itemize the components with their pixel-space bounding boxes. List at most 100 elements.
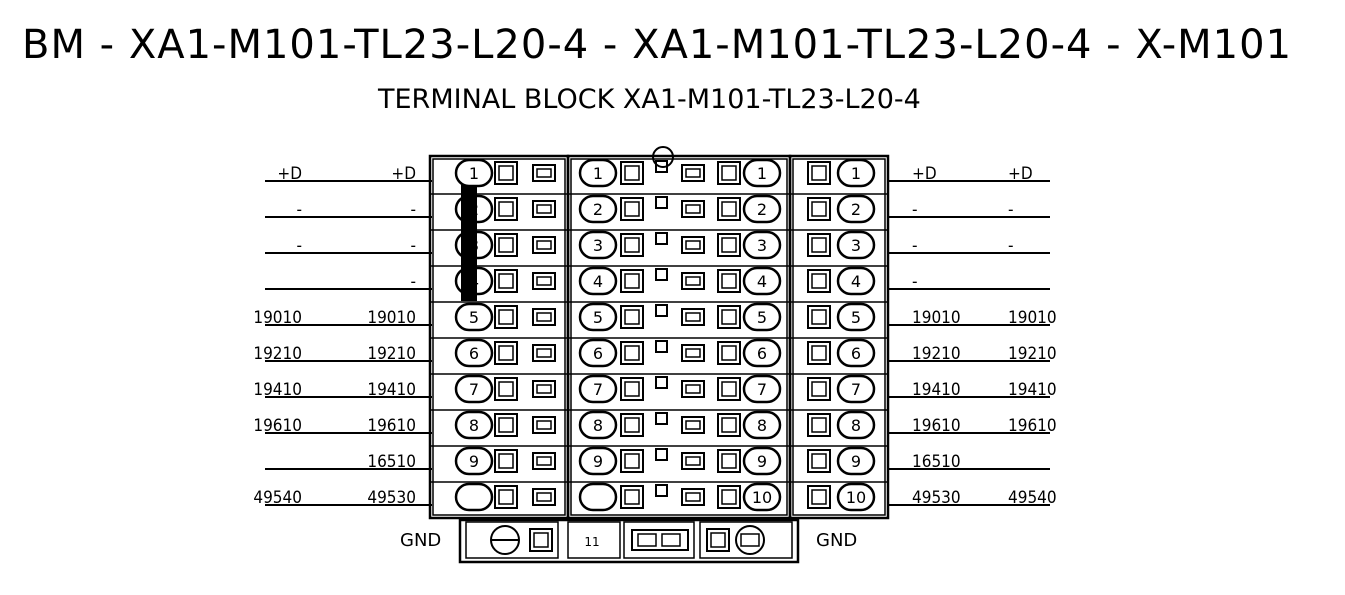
- terminal-number: 5: [593, 308, 603, 327]
- ground-screw-left: [529, 528, 553, 552]
- terminal-pill-left: [454, 374, 494, 404]
- wire-label-right-inner: 16510: [912, 452, 961, 472]
- terminal-number: 7: [593, 380, 603, 399]
- screw-square-inner: [721, 201, 737, 217]
- ground-sub-c: [623, 521, 695, 559]
- wire-label-left-outer: 49540: [253, 488, 302, 508]
- strip-frame-c-inner: [792, 158, 886, 516]
- diagram-subtitle: TERMINAL BLOCK XA1-M101-TL23-L20-4: [377, 84, 921, 115]
- terminal-number: 7: [851, 380, 861, 399]
- terminal-pill-midright: [742, 266, 782, 296]
- screw-square-inner: [624, 237, 640, 253]
- screw-square-inner: [721, 417, 737, 433]
- screw-square-inner: [811, 381, 827, 397]
- wire-label-right-inner: 19610: [912, 416, 961, 436]
- ground-rail: [631, 529, 689, 551]
- screw-square-inner: [624, 417, 640, 433]
- screw-square-inner: [624, 345, 640, 361]
- screw-square-inner: [624, 165, 640, 181]
- spring-clip: [532, 164, 556, 182]
- terminal-number: 9: [469, 452, 479, 471]
- spring-clip-inner: [536, 492, 552, 502]
- terminal-pill-right: [836, 338, 876, 368]
- terminal-number: 4: [757, 272, 767, 291]
- screw-square-inner: [498, 309, 514, 325]
- terminal-number: 7: [757, 380, 767, 399]
- terminal-pill-mid: [578, 158, 618, 188]
- screw-square-inner: [498, 273, 514, 289]
- spring-clip: [681, 308, 705, 326]
- spring-clip-inner: [536, 240, 552, 250]
- terminal-pill-mid: [578, 410, 618, 440]
- screw-square: [807, 449, 831, 473]
- screw-square-inner: [624, 309, 640, 325]
- spring-clip: [532, 200, 556, 218]
- terminal-number: 6: [469, 344, 479, 363]
- screw-square: [807, 197, 831, 221]
- ground-screw-right: [706, 528, 730, 552]
- terminal-number: 4: [469, 272, 479, 291]
- spring-clip-inner: [685, 204, 701, 214]
- ground-symbol-right: [735, 525, 765, 555]
- test-point: [655, 448, 668, 461]
- test-point: [655, 340, 668, 353]
- screw-square: [494, 377, 518, 401]
- screw-square-inner: [721, 309, 737, 325]
- screw-square: [494, 485, 518, 509]
- wire-label-right-inner: +D: [912, 164, 937, 184]
- terminal-pill-mid: [578, 374, 618, 404]
- screw-square: [494, 305, 518, 329]
- spring-clip-inner: [685, 348, 701, 358]
- terminal-number: 5: [469, 308, 479, 327]
- terminal-number: 8: [757, 416, 767, 435]
- screw-square-inner: [811, 417, 827, 433]
- screw-square: [620, 269, 644, 293]
- wire-label-right-outer: 19210: [1008, 344, 1057, 364]
- ground-rail-cell: [637, 533, 657, 547]
- spring-clip-inner: [685, 312, 701, 322]
- wire-label-right-outer: 19010: [1008, 308, 1057, 328]
- screw-square: [620, 377, 644, 401]
- terminal-pill-right: [836, 374, 876, 404]
- terminal-pill-mid: [578, 266, 618, 296]
- screw-square: [494, 449, 518, 473]
- screw-square: [494, 413, 518, 437]
- terminal-pill-left: [454, 194, 494, 224]
- screw-square-inner: [624, 489, 640, 505]
- terminal-number: 2: [757, 200, 767, 219]
- screw-square: [620, 161, 644, 185]
- screw-square: [717, 341, 741, 365]
- spring-clip: [681, 236, 705, 254]
- terminal-pill-midright: [742, 158, 782, 188]
- test-point: [655, 196, 668, 209]
- terminal-pill-right: [836, 230, 876, 260]
- screw-square-inner: [624, 201, 640, 217]
- spring-clip: [532, 344, 556, 362]
- ground-screw-right-inner: [710, 532, 726, 548]
- screw-square: [717, 449, 741, 473]
- terminal-pill-right: [836, 194, 876, 224]
- screw-square: [620, 233, 644, 257]
- wire-label-right-inner: 49530: [912, 488, 961, 508]
- spring-clip: [532, 488, 556, 506]
- wire-label-right-outer: -: [1008, 200, 1014, 220]
- terminal-number: 2: [469, 200, 479, 219]
- spring-clip: [532, 416, 556, 434]
- screw-square-inner: [811, 453, 827, 469]
- screw-square: [717, 377, 741, 401]
- terminal-number: 6: [851, 344, 861, 363]
- terminal-number: 1: [757, 164, 767, 183]
- ground-symbol-right-inner: [740, 533, 760, 547]
- terminal-pill-mid: [578, 482, 618, 512]
- terminal-pill-mid: [578, 194, 618, 224]
- test-point: [655, 412, 668, 425]
- wire-label-right-inner: -: [912, 236, 918, 256]
- screw-square: [807, 377, 831, 401]
- screw-square: [620, 449, 644, 473]
- wire-label-left-inner: 19010: [367, 308, 416, 328]
- spring-clip-inner: [685, 492, 701, 502]
- spring-clip: [681, 200, 705, 218]
